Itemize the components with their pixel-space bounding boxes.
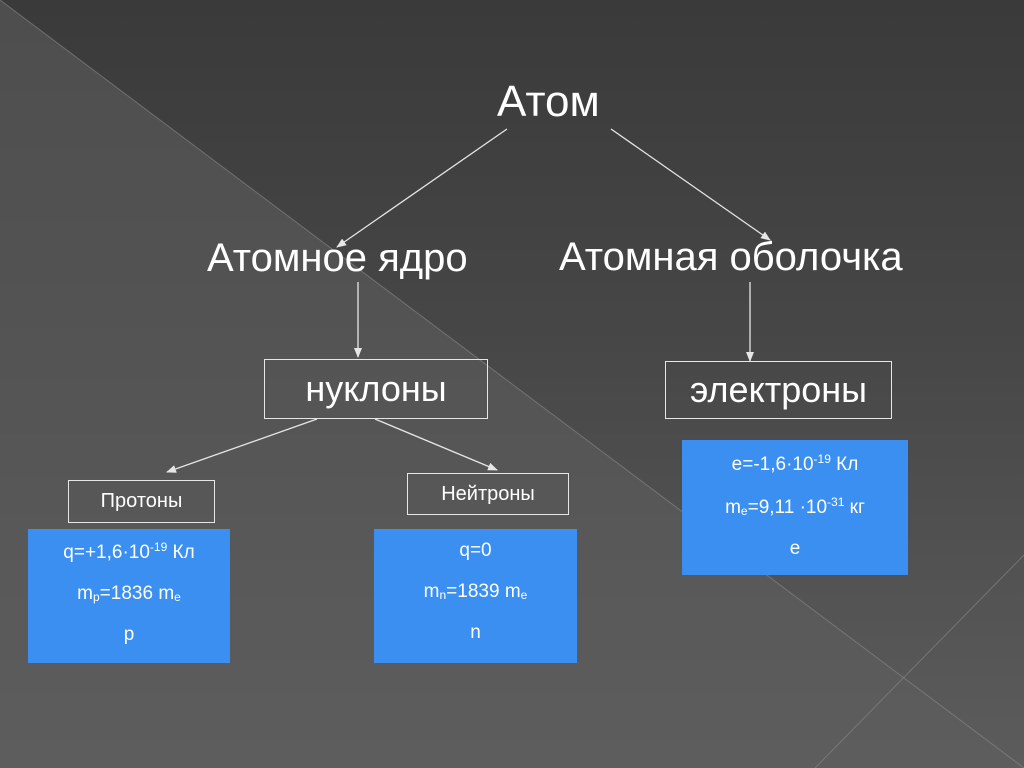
protons-label: Протоны: [100, 490, 183, 512]
arrow-atom-to-shell: [610, 128, 771, 241]
electron-mass: me=9,11 ·10-31 кг: [725, 495, 865, 518]
protons-box: Протоны: [68, 480, 215, 523]
nucleus-title: Атомное ядро: [207, 236, 468, 280]
neutrons-box: Нейтроны: [407, 473, 569, 515]
proton-symbol: p: [123, 624, 135, 645]
nucleons-box: нуклоны: [264, 359, 488, 419]
background-corner-line: [814, 554, 1024, 768]
neutron-charge: q=0: [459, 540, 492, 561]
electrons-box: электроны: [665, 361, 892, 419]
neutrons-label: Нейтроны: [441, 482, 535, 505]
electron-charge: e=-1,6·10-19 Кл: [731, 452, 859, 475]
electron-symbol: e: [789, 538, 801, 559]
nucleons-label: нуклоны: [305, 368, 447, 409]
neutrons-info-box: q=0 mn=1839 me n: [374, 529, 577, 663]
electrons-label: электроны: [689, 369, 868, 410]
neutron-symbol: n: [470, 622, 481, 643]
proton-mass: mp=1836 me: [77, 583, 181, 604]
shell-title: Атомная оболочка: [559, 235, 903, 279]
neutron-mass: mn=1839 me: [423, 581, 528, 602]
protons-info-box: q=+1,6·10-19 Кл mp=1836 me p: [28, 529, 230, 663]
arrow-nucleons-to-protons: [166, 418, 318, 473]
arrow-atom-to-nucleus: [336, 128, 508, 248]
atom-title: Атом: [497, 77, 600, 126]
proton-charge: q=+1,6·10-19 Кл: [63, 540, 195, 563]
electrons-info-box: e=-1,6·10-19 Кл me=9,11 ·10-31 кг e: [682, 440, 908, 575]
arrow-nucleons-to-neutrons: [374, 418, 498, 471]
